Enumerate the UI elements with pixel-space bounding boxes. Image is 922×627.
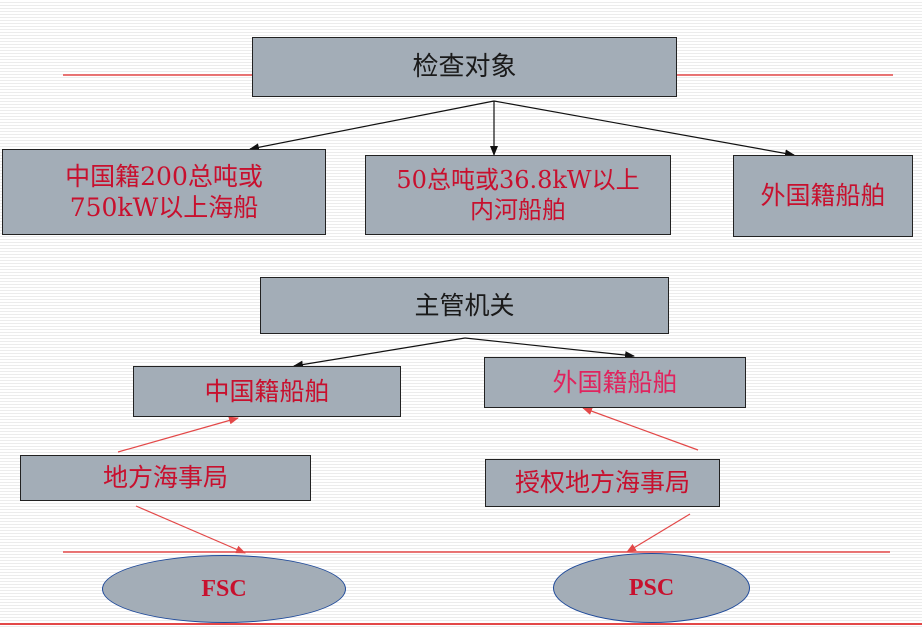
fsc-label: FSC	[201, 575, 247, 602]
inspection-target-box: 检查对象	[252, 37, 677, 97]
target-1-line-2: 750kW以上海船	[69, 193, 259, 222]
authority-title: 主管机关	[414, 290, 515, 320]
arrow-to-domestic	[293, 337, 466, 369]
arrow-authorized-to-psc	[626, 513, 691, 553]
target-box-domestic-sea: 中国籍200总吨或 750kW以上海船	[2, 149, 326, 235]
target-2-line-2: 内河船舶	[470, 196, 566, 224]
arrow-authorized-to-foreign	[582, 407, 699, 451]
arrow-local-to-domestic	[117, 416, 239, 453]
domestic-ship-box: 中国籍船舶	[133, 366, 401, 417]
target-2-line-1: 50总吨或36.8kW以上	[396, 166, 640, 194]
target-box-inland: 50总吨或36.8kW以上 内河船舶	[365, 155, 671, 235]
inspection-target-title: 检查对象	[412, 51, 517, 82]
authorized-msa-box: 授权地方海事局	[485, 459, 720, 507]
authority-box: 主管机关	[260, 277, 669, 334]
target-1-line-1: 中国籍200总吨或	[65, 161, 263, 191]
arrow-local-to-fsc	[135, 505, 246, 554]
fsc-ellipse: FSC	[102, 555, 346, 623]
psc-ellipse: PSC	[553, 553, 750, 623]
target-3-line-1: 外国籍船舶	[760, 181, 886, 211]
domestic-ship-label: 中国籍船舶	[204, 376, 330, 406]
foreign-ship-label: 外国籍船舶	[552, 367, 678, 397]
local-msa-label: 地方海事局	[102, 463, 228, 493]
arrow-to-target-1	[249, 100, 495, 152]
authorized-msa-label: 授权地方海事局	[514, 468, 690, 498]
target-box-foreign: 外国籍船舶	[733, 155, 913, 237]
arrow-to-foreign	[464, 337, 635, 360]
arrow-to-target-3	[493, 100, 795, 158]
foreign-ship-box: 外国籍船舶	[484, 357, 746, 408]
psc-label: PSC	[628, 574, 675, 601]
local-msa-box: 地方海事局	[20, 455, 311, 501]
